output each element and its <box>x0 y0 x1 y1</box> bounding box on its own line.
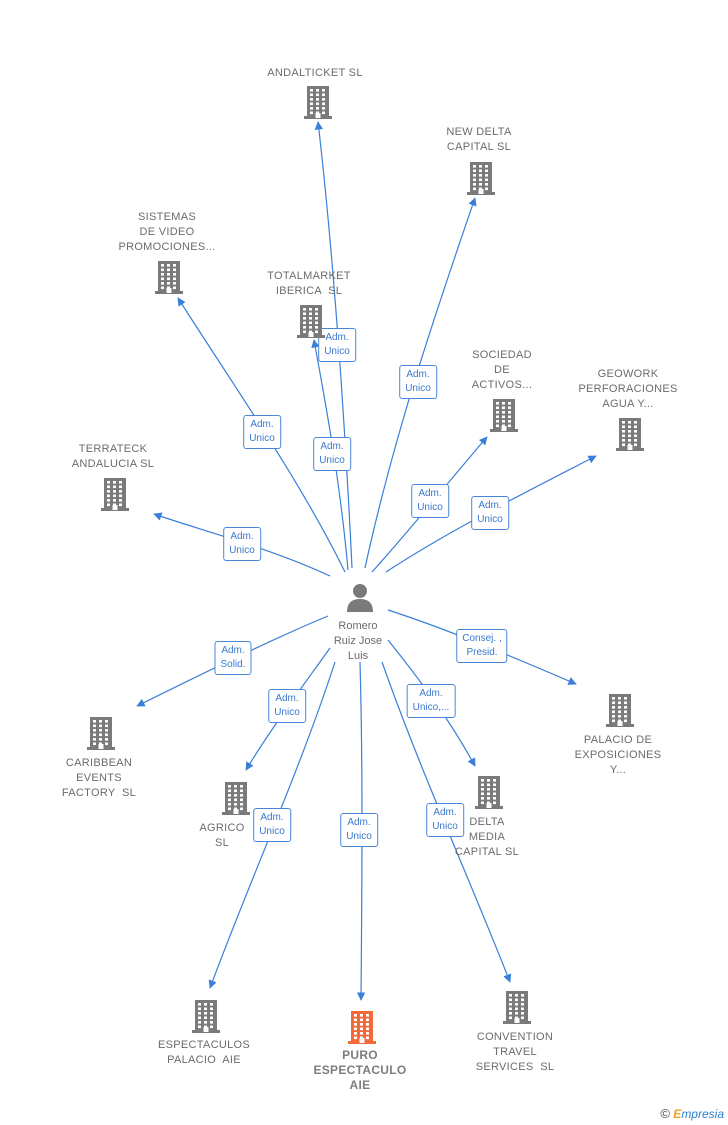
building-icon[interactable] <box>475 775 503 814</box>
company-label-agrico[interactable]: AGRICO SL <box>199 822 245 849</box>
building-icon[interactable] <box>503 990 531 1029</box>
company-label-andalticket[interactable]: ANDALTICKET SL <box>267 67 363 79</box>
company-label-newdelta[interactable]: NEW DELTA CAPITAL SL <box>446 126 512 153</box>
role-badge[interactable]: Adm. Unico <box>399 365 437 399</box>
brand-footer: © Empresia <box>660 1106 724 1121</box>
role-badge[interactable]: Adm. Unico <box>471 496 509 530</box>
company-label-convention[interactable]: CONVENTION TRAVEL SERVICES SL <box>475 1031 555 1073</box>
role-badge[interactable]: Adm. Unico <box>411 484 449 518</box>
role-badge[interactable]: Adm. Unico <box>253 808 291 842</box>
building-icon[interactable] <box>616 417 644 456</box>
building-icon[interactable] <box>192 999 220 1038</box>
company-label-deltamedia[interactable]: DELTA MEDIA CAPITAL SL <box>454 816 520 858</box>
role-badge[interactable]: Adm. Unico <box>268 689 306 723</box>
role-badge[interactable]: Adm. Unico <box>223 527 261 561</box>
building-icon[interactable] <box>87 716 115 755</box>
role-badge[interactable]: Adm. Solid. <box>214 641 252 675</box>
building-icon[interactable] <box>101 477 129 516</box>
company-label-sistemas[interactable]: SISTEMAS DE VIDEO PROMOCIONES... <box>118 211 216 253</box>
role-badge[interactable]: Adm. Unico,... <box>406 684 456 718</box>
role-badge[interactable]: Adm. Unico <box>340 813 378 847</box>
company-label-sociedad[interactable]: SOCIEDAD DE ACTIVOS... <box>471 349 533 391</box>
person-icon[interactable] <box>345 582 375 617</box>
building-icon[interactable] <box>304 85 332 124</box>
company-label-puro[interactable]: PURO ESPECTACULO AIE <box>313 1048 407 1092</box>
role-badge[interactable]: Adm. Unico <box>313 437 351 471</box>
building-icon[interactable] <box>297 304 325 343</box>
building-icon[interactable] <box>222 781 250 820</box>
building-icon[interactable] <box>348 1010 376 1049</box>
role-badge[interactable]: Consej. , Presid. <box>456 629 508 663</box>
copyright-icon: © <box>660 1106 670 1121</box>
role-badge[interactable]: Adm. Unico <box>426 803 464 837</box>
role-badge[interactable]: Adm. Unico <box>318 328 356 362</box>
company-label-geowork[interactable]: GEOWORK PERFORACIONES AGUA Y... <box>578 368 678 410</box>
building-icon[interactable] <box>606 693 634 732</box>
company-label-terrateck[interactable]: TERRATECK ANDALUCIA SL <box>71 443 155 470</box>
role-badge[interactable]: Adm. Unico <box>243 415 281 449</box>
brand-initial: E <box>673 1107 682 1121</box>
company-label-totalmarket[interactable]: TOTALMARKET IBERICA SL <box>267 270 351 297</box>
brand-name: mpresia <box>681 1107 724 1121</box>
person-name[interactable]: Romero Ruiz Jose Luis <box>333 620 383 662</box>
company-label-palacio[interactable]: PALACIO DE EXPOSICIONES Y... <box>574 734 662 776</box>
building-icon[interactable] <box>490 398 518 437</box>
building-icon[interactable] <box>467 161 495 200</box>
company-label-caribbean[interactable]: CARIBBEAN EVENTS FACTORY SL <box>61 757 137 799</box>
building-icon[interactable] <box>155 260 183 299</box>
company-label-espectaculos[interactable]: ESPECTACULOS PALACIO AIE <box>157 1039 251 1066</box>
